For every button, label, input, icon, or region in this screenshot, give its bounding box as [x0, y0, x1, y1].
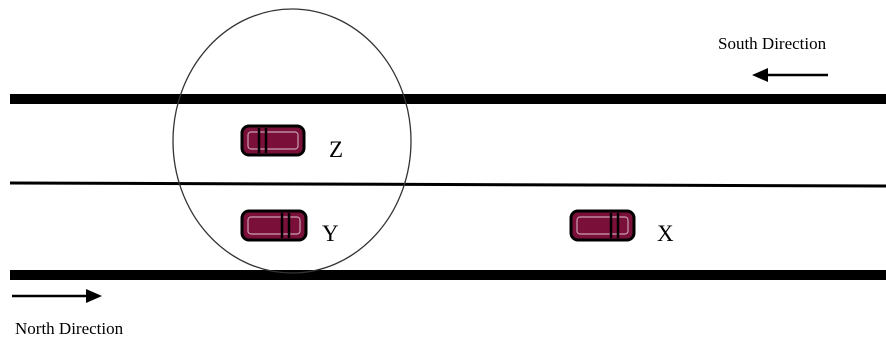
car-y-label: Y — [322, 221, 339, 246]
south-arrow-icon — [752, 68, 828, 82]
road-bottom-edge — [10, 270, 886, 280]
north-direction-label: North Direction — [15, 319, 124, 337]
car-z-icon — [240, 124, 306, 157]
road-top-edge — [10, 94, 886, 104]
car-y-icon — [240, 209, 308, 242]
car-z-label: Z — [329, 137, 343, 162]
car-x-label: X — [657, 221, 674, 246]
lane-divider — [9, 181, 886, 188]
south-direction-label: South Direction — [718, 34, 827, 53]
range-circle — [172, 8, 412, 274]
car-x-icon — [569, 209, 636, 242]
north-arrow-icon — [12, 289, 102, 303]
